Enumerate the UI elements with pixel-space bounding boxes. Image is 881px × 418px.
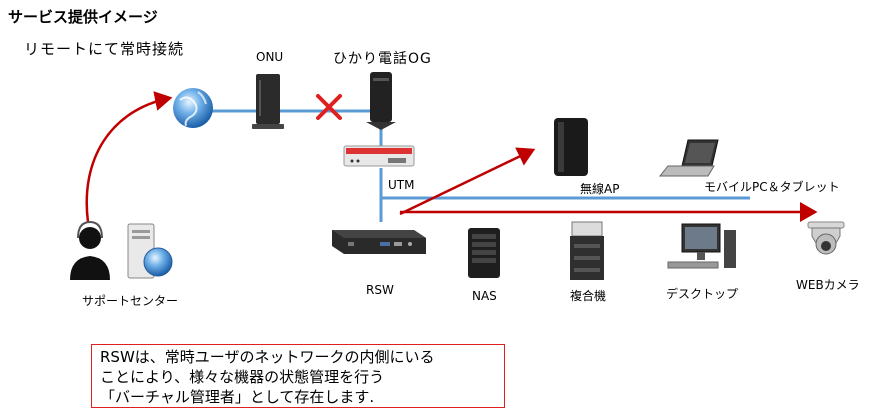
label-mobile: モバイルPC＆タブレット [704,180,840,194]
label-mfp: 複合機 [570,289,607,303]
arrows [85,91,818,223]
phone-gateway-icon [366,72,396,130]
arrow-rsw-to-ap [399,147,536,216]
page-subtitle: リモートにて常時接続 [24,40,185,58]
firewall-appliance-icon [343,145,415,167]
label-utm: UTM [388,178,415,192]
laptop-icon [658,139,719,177]
printer-icon [570,221,604,280]
cross-mark-icon [316,94,342,120]
router-icon [252,74,284,129]
label-webcam: WEBカメラ [796,278,860,292]
mini-pc-icon [332,230,426,254]
note-line: 「バーチャル管理者」として存在します. [100,388,375,406]
operator-headset-icon [70,220,110,280]
label-onu: ONU [256,50,284,64]
note-box: RSWは、常時ユーザのネットワークの内側にいる ことにより、様々な機器の状態管理… [91,344,505,408]
label-wireless-ap: 無線AP [580,182,620,196]
globe-icon [173,88,213,128]
label-nas: NAS [472,289,497,303]
note-line: ことにより、様々な機器の状態管理を行う [100,368,385,386]
label-desktop: デスクトップ [666,287,739,301]
label-hikari: ひかり電話OG [333,51,432,67]
security-camera-icon [807,221,845,255]
server-globe-icon [127,223,173,279]
label-support: サポートセンター [82,294,179,308]
wireless-ap-icon [554,118,588,176]
desktop-computer-icon [667,223,736,269]
page-title: サービス提供イメージ [8,8,158,26]
arrow-support-to-internet [85,91,173,223]
nas-icon [468,228,500,278]
note-line: RSWは、常時ユーザのネットワークの内側にいる [100,348,435,366]
label-rsw: RSW [366,283,394,297]
